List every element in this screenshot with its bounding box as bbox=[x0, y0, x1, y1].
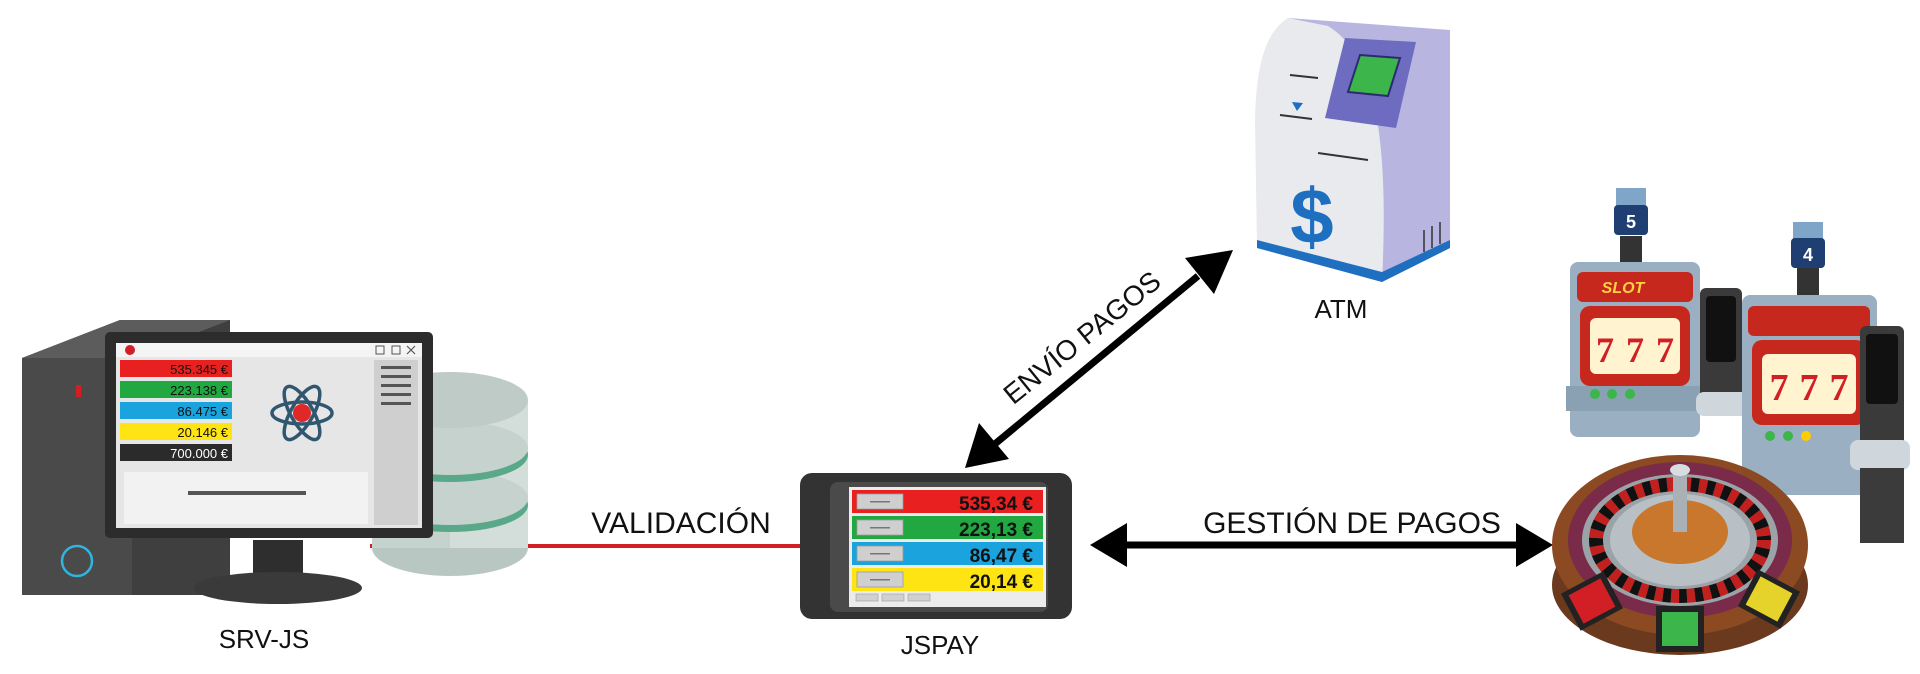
jspay-value: 86,47 € bbox=[970, 546, 1034, 567]
server-screen-values: 535.345 € 223.138 € 86.475 € 20.146 € 70… bbox=[120, 360, 232, 461]
atm-icon bbox=[1255, 18, 1450, 282]
casino-slot-machines-icon bbox=[1566, 188, 1910, 543]
edge-payments-send bbox=[965, 250, 1233, 468]
server-value: 86.475 € bbox=[177, 404, 228, 419]
slot-reel-symbol: 7 bbox=[1770, 367, 1789, 409]
server-value: 700.000 € bbox=[170, 446, 229, 461]
server-value-bar bbox=[120, 402, 232, 419]
edge-payments-management-label: GESTIÓN DE PAGOS bbox=[1203, 507, 1501, 540]
slot-reels: 7 7 7 7 7 7 bbox=[1596, 330, 1849, 409]
slot-reel-symbol: 7 bbox=[1656, 330, 1674, 370]
atm-dollar-symbol: $ bbox=[1290, 172, 1333, 260]
slot-reel-symbol: 7 bbox=[1800, 367, 1819, 409]
jspay-value: 223,13 € bbox=[959, 520, 1033, 541]
slot-number: 4 bbox=[1803, 245, 1813, 265]
slot-sign: SLOT bbox=[1602, 280, 1646, 297]
jspay-value: 535,34 € bbox=[959, 494, 1033, 515]
server-value-bar bbox=[120, 444, 232, 461]
edge-validation-label: VALIDACIÓN bbox=[591, 507, 771, 540]
jspay-label: JSPAY bbox=[901, 630, 980, 660]
jspay-device-icon bbox=[800, 473, 1072, 619]
server-label: SRV-JS bbox=[219, 624, 310, 654]
server-value: 535.345 € bbox=[170, 362, 229, 377]
edge-payments-management bbox=[1090, 523, 1553, 567]
server-value: 223.138 € bbox=[170, 383, 229, 398]
server-value-bar bbox=[120, 423, 232, 440]
server-value: 20.146 € bbox=[177, 425, 228, 440]
jspay-value: 20,14 € bbox=[970, 572, 1034, 593]
slot-reel-symbol: 7 bbox=[1830, 367, 1849, 409]
edge-payments-send-label: ENVÍO PAGOS bbox=[997, 265, 1166, 410]
casino-roulette-icon bbox=[1552, 455, 1808, 655]
atm-label: ATM bbox=[1315, 294, 1368, 324]
slot-reel-symbol: 7 bbox=[1626, 330, 1644, 370]
slot-reel-symbol: 7 bbox=[1596, 330, 1614, 370]
slot-number: 5 bbox=[1626, 212, 1636, 232]
server-value-bar bbox=[120, 360, 232, 377]
server-value-bar bbox=[120, 381, 232, 398]
